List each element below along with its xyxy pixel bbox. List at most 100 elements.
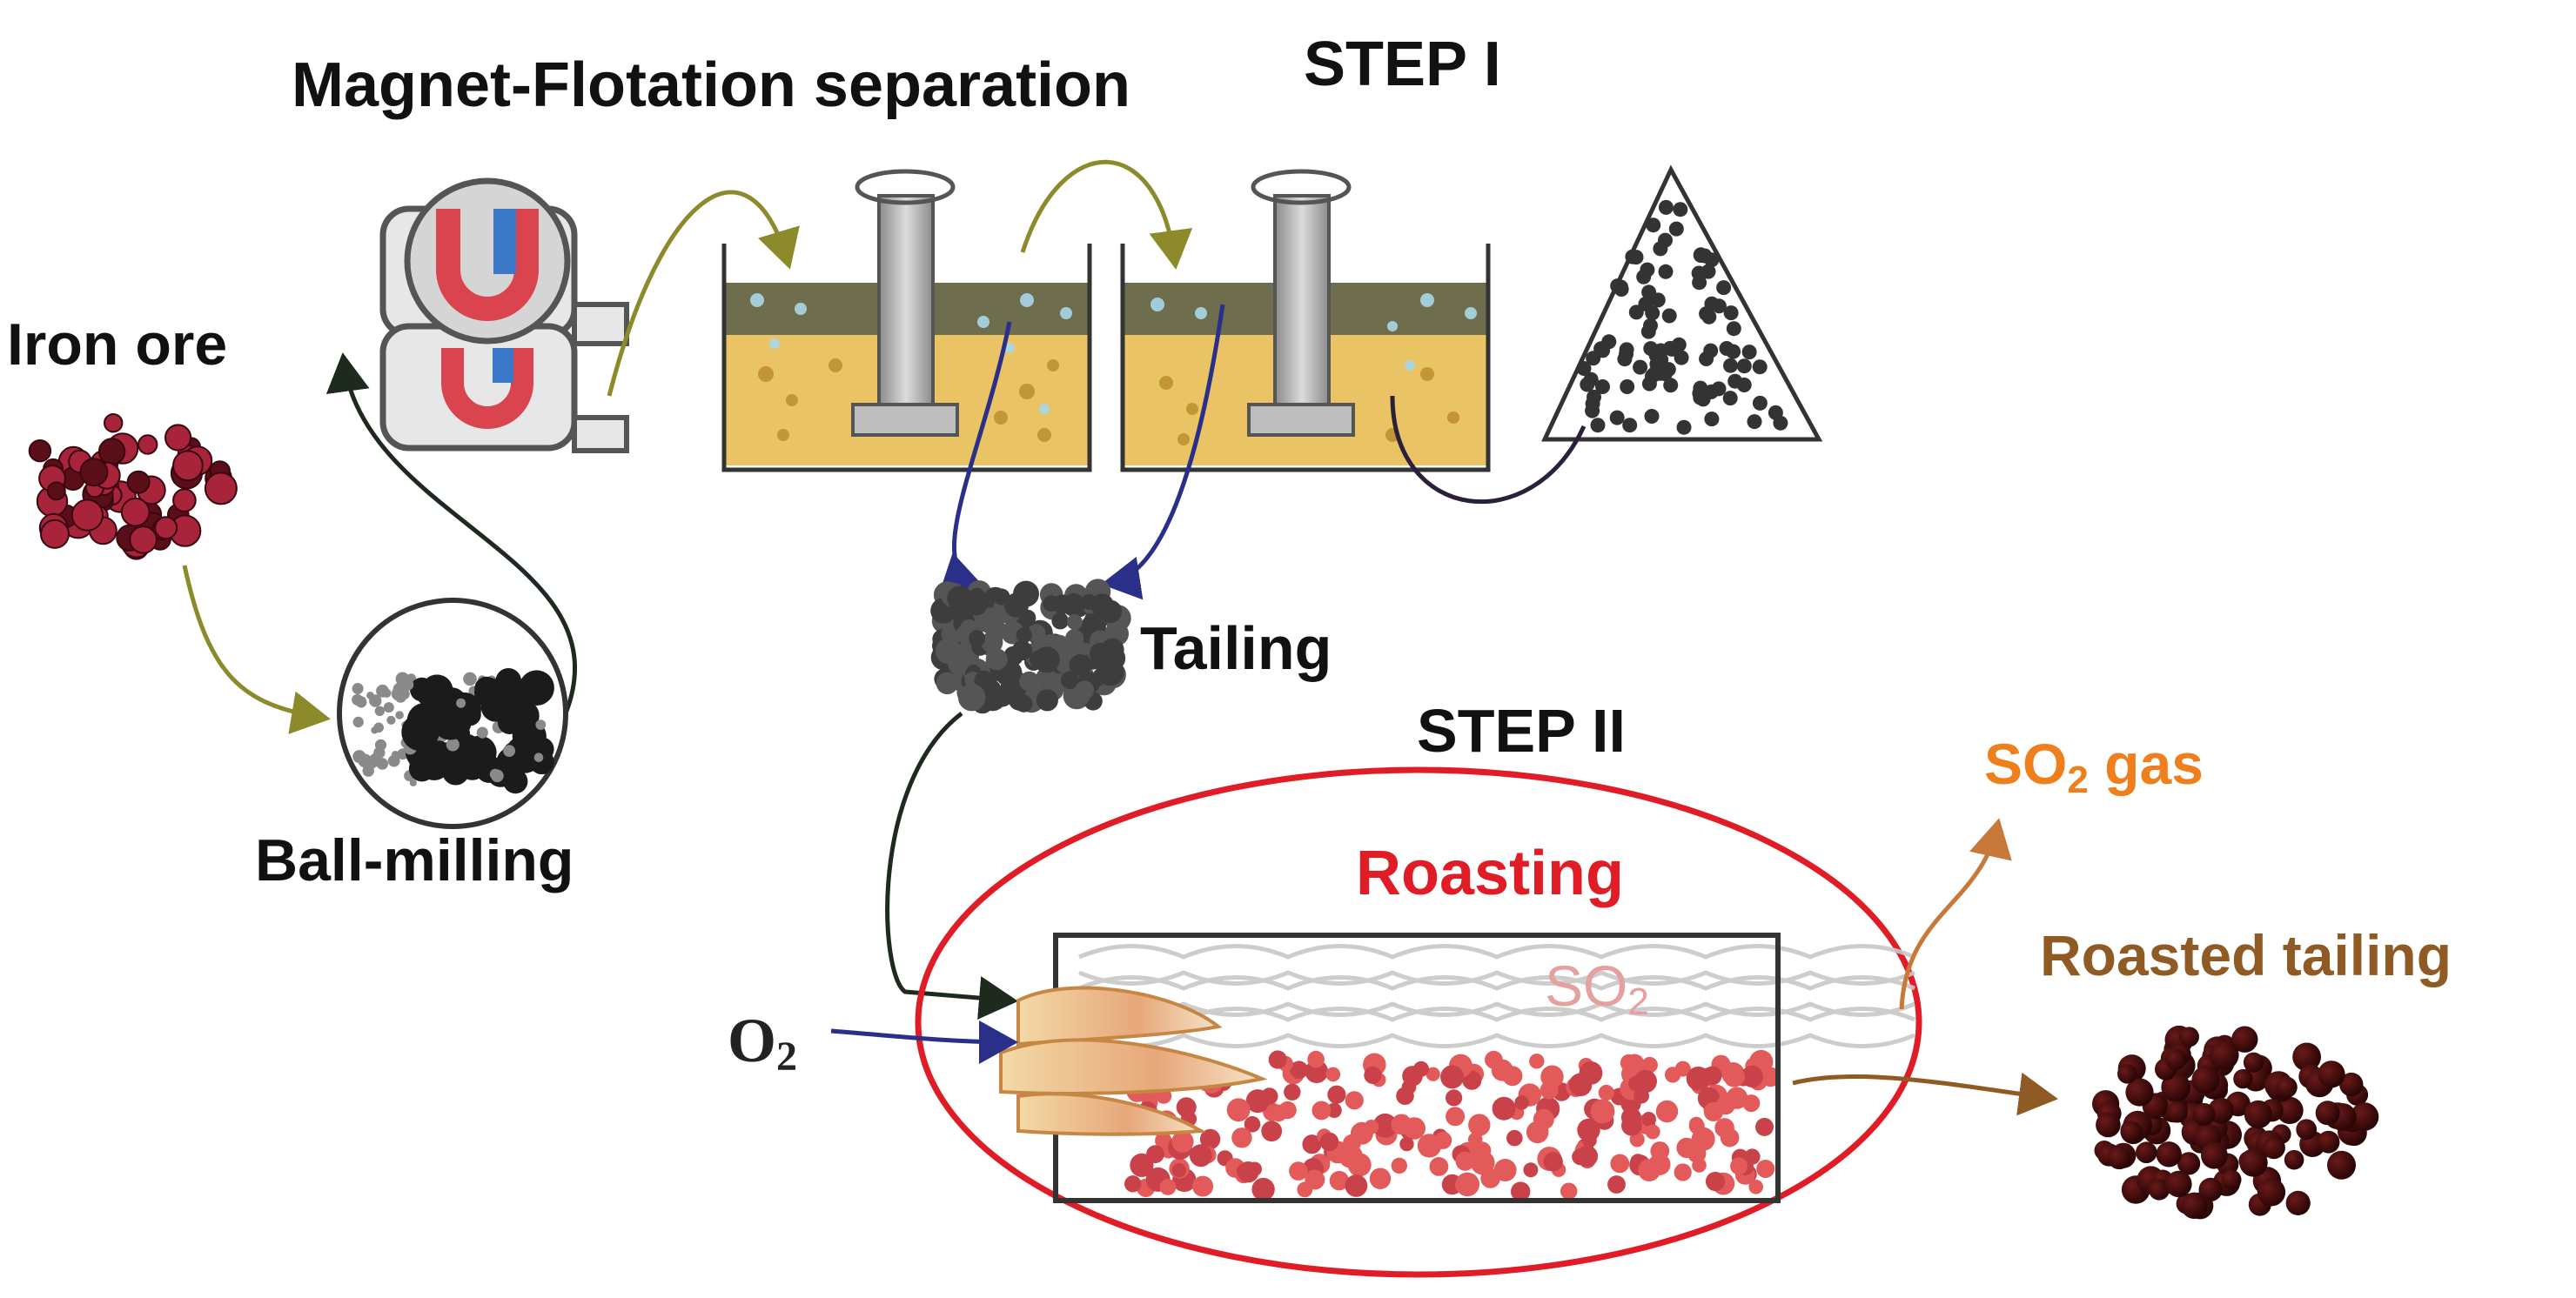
o2-label: O2 [728, 1009, 797, 1078]
tailing-particle [1062, 593, 1086, 617]
hot-particle [1715, 1095, 1735, 1115]
hot-particle [1319, 1132, 1339, 1152]
hot-particle [1468, 1114, 1491, 1136]
hot-particle [1598, 1084, 1614, 1101]
hot-particle [1607, 1175, 1626, 1194]
concentrate-particle [1658, 199, 1674, 215]
hot-particle [1506, 1129, 1523, 1147]
concentrate-particle [1741, 345, 1757, 360]
hot-particle [1289, 1161, 1308, 1181]
concentrate-particle [1636, 269, 1652, 284]
hot-particle [1533, 1108, 1554, 1130]
hot-particle [1426, 1067, 1440, 1081]
hot-particle [1497, 1064, 1515, 1082]
mill-ball [386, 715, 396, 725]
roasting-ellipse [915, 766, 1922, 1278]
hot-particle [1325, 1067, 1341, 1082]
hot-particle [1446, 1089, 1463, 1107]
concentrate-particle [1628, 250, 1644, 265]
hot-particle [1364, 1066, 1382, 1084]
iron-ore-particle [129, 525, 158, 554]
roasted-particle [2284, 1149, 2304, 1170]
hot-particle [1756, 1160, 1775, 1178]
concentrate-particle [1663, 378, 1679, 393]
concentrate-particle [1585, 396, 1600, 411]
mill-ball [357, 696, 366, 706]
iron-ore-particle [46, 481, 66, 501]
hot-particle [1171, 1162, 1187, 1178]
tailing-particle [1036, 689, 1058, 712]
concentrate-particle [1593, 341, 1609, 357]
roasted-tailing-label: Roasted tailing [2040, 923, 2452, 987]
hot-particle [1674, 1060, 1691, 1077]
roasted-particle [2125, 1078, 2154, 1107]
mill-ball [358, 753, 372, 768]
concentrate-particle [1736, 358, 1752, 374]
roasting-label: Roasting [1356, 839, 1625, 908]
hot-particle [1676, 1137, 1697, 1159]
tailing-particle [974, 670, 995, 691]
hot-particle [1391, 1157, 1408, 1174]
hot-particle [1417, 1134, 1442, 1158]
hot-particle [1369, 1168, 1392, 1189]
hot-particle [1455, 1172, 1479, 1197]
roasted-particle [2296, 1119, 2318, 1141]
hot-particle [1244, 1116, 1261, 1133]
hot-particle [1688, 1116, 1704, 1132]
hot-particle [1124, 1175, 1142, 1193]
hot-particle [1523, 1162, 1539, 1178]
tailing-particle [1065, 628, 1084, 648]
roasted-particle [2285, 1190, 2311, 1215]
roasted-particle [2179, 1027, 2199, 1047]
mill-ball [533, 753, 544, 762]
hot-particle [1284, 1083, 1301, 1101]
mill-ball [434, 687, 468, 720]
tailing-particle [1003, 592, 1030, 618]
hot-particle [1748, 1180, 1763, 1194]
concentrate-particle [1674, 350, 1689, 365]
concentrate-particle [1699, 351, 1714, 366]
roasted-particle [2198, 1177, 2223, 1201]
roasted-particle [2239, 1148, 2268, 1177]
roasted-particle [2231, 1026, 2258, 1053]
so2-gas-sub: 2 [2067, 759, 2089, 801]
concentrate-particle [1673, 202, 1688, 217]
mill-ball [489, 768, 501, 780]
ball-milling-label: Ball-milling [255, 827, 574, 893]
hot-particle [1372, 1113, 1398, 1138]
concentrate-particle [1595, 379, 1610, 394]
tailing-label: Tailing [1140, 614, 1332, 682]
hot-particle [1429, 1157, 1449, 1176]
hot-particle [1568, 1073, 1593, 1097]
hot-particle [1345, 1174, 1368, 1197]
hot-particle [1251, 1177, 1275, 1201]
hot-particle [1307, 1050, 1325, 1068]
hot-particle [1329, 1170, 1350, 1191]
magnet-flotation-label: Magnet-Flotation separation [292, 50, 1131, 120]
roasted-particle [2318, 1060, 2345, 1088]
roasted-tailing-particles [2092, 1025, 2379, 1220]
concentrate-particle [1723, 358, 1738, 373]
concentrate-particle [1619, 346, 1633, 362]
mill-ball [399, 689, 410, 699]
concentrate-particle [1610, 278, 1626, 294]
hot-particle [1511, 1181, 1531, 1201]
mill-ball [495, 668, 522, 694]
hot-particle [1290, 1060, 1309, 1080]
tailing-particle [936, 672, 959, 695]
roasted-particle [2156, 1141, 2182, 1168]
hot-particle [1540, 1065, 1564, 1088]
mill-ball [382, 688, 392, 698]
tailing-particle [969, 630, 986, 647]
mill-ball [418, 748, 450, 780]
hot-particle [1364, 1120, 1379, 1134]
tailing-particle [1098, 599, 1123, 624]
concentrate-particle [1701, 264, 1716, 279]
concentrate-particle [1576, 361, 1592, 376]
concentrate-particle [1646, 217, 1661, 233]
so2-inner-sub: 2 [1627, 980, 1649, 1023]
so2-gas-suffix: gas [2088, 732, 2204, 796]
hot-particle [1741, 1065, 1763, 1087]
roasted-particle [2244, 1100, 2272, 1129]
concentrate-particle [1752, 359, 1768, 375]
